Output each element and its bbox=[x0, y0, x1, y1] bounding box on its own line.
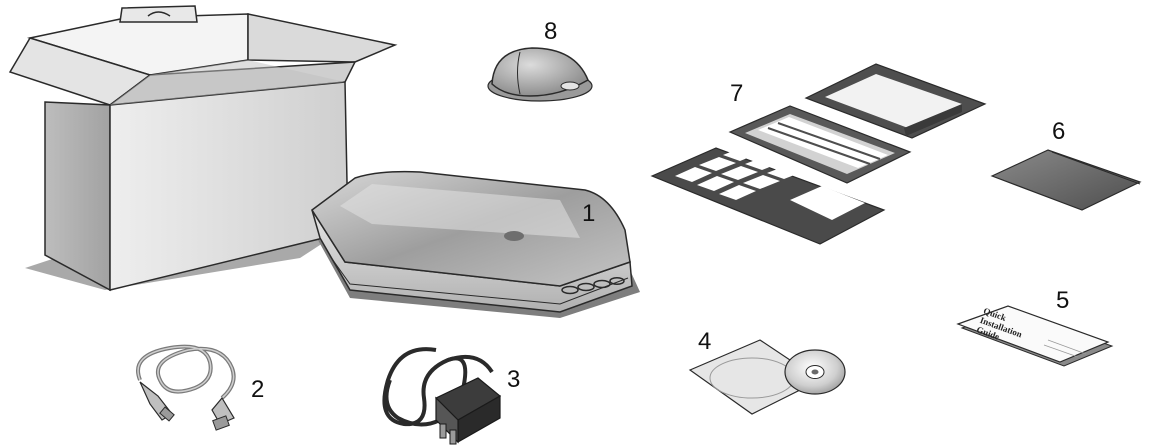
usb-cable bbox=[136, 344, 236, 431]
film-holder-strips bbox=[728, 105, 912, 184]
power-adapter bbox=[382, 347, 502, 445]
quick-installation-guide: Quick Installation Guide bbox=[956, 305, 1114, 367]
callout-3: 3 bbox=[507, 366, 521, 393]
film-holder-slides bbox=[650, 147, 886, 245]
callout-6: 6 bbox=[1052, 118, 1066, 145]
callout-7: 7 bbox=[730, 80, 744, 107]
scanner-buttons bbox=[561, 277, 625, 295]
callout-1: 1 bbox=[582, 200, 596, 227]
callout-4: 4 bbox=[698, 328, 712, 355]
callout-8: 8 bbox=[544, 18, 558, 45]
shipping-box bbox=[8, 5, 398, 292]
reflective-pad bbox=[990, 149, 1142, 211]
callout-2: 2 bbox=[251, 376, 265, 403]
film-holder-back bbox=[804, 63, 987, 139]
scanner bbox=[310, 170, 640, 318]
handle-tab bbox=[119, 5, 198, 23]
callout-5: 5 bbox=[1056, 287, 1070, 314]
film-holders bbox=[650, 63, 987, 245]
scanner-logo bbox=[504, 231, 524, 241]
mouse bbox=[487, 47, 593, 102]
software-cd bbox=[688, 339, 846, 415]
